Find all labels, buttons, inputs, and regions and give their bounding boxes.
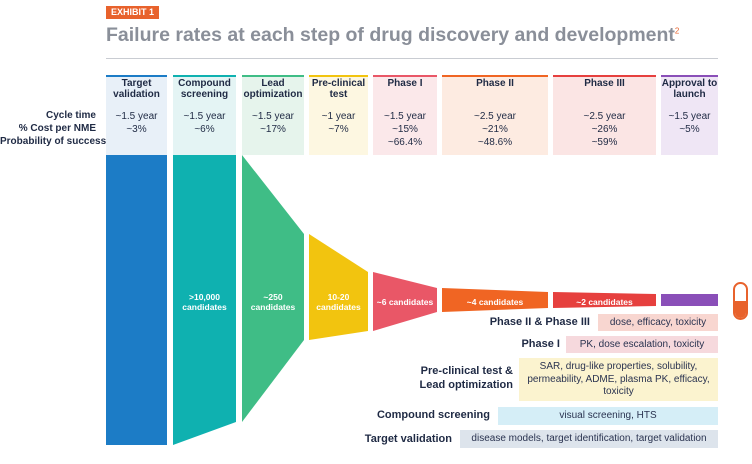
stage-probability: ~48.6% xyxy=(477,137,513,148)
stage-probability: ~59% xyxy=(591,137,618,148)
candidate-count: ~2 candidates xyxy=(576,297,633,307)
stage-color-bar xyxy=(553,75,656,77)
funnel-segment xyxy=(173,155,236,445)
stage-cycle-time: ~2.5 year xyxy=(474,111,516,122)
stage-column-bg xyxy=(553,75,656,155)
stage-cycle-time: ~1.5 year xyxy=(252,111,294,122)
page-title: Failure rates at each step of drug disco… xyxy=(106,24,679,47)
stage-cost: ~21% xyxy=(482,124,508,135)
stage-name: Approval to launch xyxy=(661,78,718,100)
stage-column-bg xyxy=(373,75,437,155)
funnel-segment xyxy=(242,155,304,422)
stage-cost: ~3% xyxy=(126,124,147,135)
stage-name: Lead optimization xyxy=(243,78,303,100)
title-footnote: 2 xyxy=(674,26,680,36)
stage-cost: ~7% xyxy=(328,124,349,135)
reason-box-target-validation: disease models, target identification, t… xyxy=(460,430,718,448)
title-divider xyxy=(106,58,718,59)
reason-box-phase1: PK, dose escalation, toxicity xyxy=(566,336,718,353)
reason-box-preclinical-lead: SAR, drug-like properties, solubility, p… xyxy=(519,358,718,401)
stage-name: Target validation xyxy=(113,78,160,100)
stage-name: Phase II xyxy=(476,78,514,89)
candidate-count: >10,000 candidates xyxy=(182,292,227,312)
row-label-cycle-time: Cycle time xyxy=(45,110,96,121)
stage-probability: ~66.4% xyxy=(387,137,423,148)
stage-cycle-time: ~2.5 year xyxy=(583,111,626,122)
stage-column-bg xyxy=(661,75,718,155)
reason-label-target-validation: Target validation xyxy=(364,433,452,445)
reason-label-preclinical-lead: Pre-clinical test & Lead optimization xyxy=(419,365,514,391)
row-label-cost: % Cost per NME xyxy=(18,123,96,134)
stage-values: ~1.5 year ~3% xyxy=(106,110,167,136)
stage-color-bar xyxy=(106,75,167,77)
stage-color-bar xyxy=(173,75,236,77)
stage-values: ~2.5 year ~26% ~59% xyxy=(553,110,656,149)
stage-name: Phase I xyxy=(387,78,423,89)
stage-column-bg xyxy=(106,75,167,155)
stage-name: Pre-clinical test xyxy=(311,78,366,100)
stage-color-bar xyxy=(309,75,368,77)
pill-icon xyxy=(733,282,748,320)
stage-cycle-time: ~1 year xyxy=(321,111,356,122)
stage-cost: ~5% xyxy=(679,124,700,135)
reason-box-compound-screening: visual screening, HTS xyxy=(498,407,718,425)
funnel-segment xyxy=(106,155,167,445)
stage-values: ~1.5 year ~5% xyxy=(661,110,718,136)
row-label-probability: Probability of success xyxy=(0,136,107,147)
title-text: Failure rates at each step of drug disco… xyxy=(106,24,675,46)
stage-cost: ~26% xyxy=(591,124,618,135)
exhibit-badge: EXHIBIT 1 xyxy=(106,6,160,19)
funnel-segment xyxy=(309,234,368,340)
stage-color-bar xyxy=(661,75,718,77)
stage-column-bg xyxy=(173,75,236,155)
funnel-segment xyxy=(373,272,437,331)
stage-values: ~2.5 year ~21% ~48.6% xyxy=(442,110,548,149)
stage-cost: ~15% xyxy=(392,124,418,135)
stage-cycle-time: ~1.5 year xyxy=(384,111,426,122)
stage-cost: ~17% xyxy=(260,124,286,135)
reason-label-compound-screening: Compound screening xyxy=(376,409,490,421)
funnel-segment xyxy=(553,292,656,308)
stage-column-bg xyxy=(309,75,368,155)
reason-label-phase2-3: Phase II & Phase III xyxy=(489,316,590,328)
candidate-count: ~4 candidates xyxy=(466,297,524,307)
reason-box-phase2-3: dose, efficacy, toxicity xyxy=(598,314,718,331)
stage-cost: ~6% xyxy=(194,124,215,135)
stage-name: Phase III xyxy=(584,78,625,89)
stage-values: ~1.5 year ~15% ~66.4% xyxy=(373,110,437,149)
stage-color-bar xyxy=(242,75,304,77)
candidate-count: ~6 candidates xyxy=(376,297,434,307)
candidate-count: 10-20 candidates xyxy=(316,292,361,312)
stage-values: ~1.5 year ~17% xyxy=(242,110,304,136)
stage-cycle-time: ~1.5 year xyxy=(668,111,711,122)
stage-values: ~1.5 year ~6% xyxy=(173,110,236,136)
funnel-segment xyxy=(442,288,548,312)
row-labels: Cycle time % Cost per NME Probability of… xyxy=(0,109,107,148)
funnel-segment xyxy=(661,294,718,306)
stage-column-bg xyxy=(442,75,548,155)
stage-cycle-time: ~1.5 year xyxy=(183,111,226,122)
stage-color-bar xyxy=(442,75,548,77)
stage-color-bar xyxy=(373,75,437,77)
stage-values: ~1 year ~7% xyxy=(309,110,368,136)
candidate-count: ~250 candidates xyxy=(250,292,296,312)
stage-cycle-time: ~1.5 year xyxy=(115,111,158,122)
reason-label-phase1: Phase I xyxy=(521,338,560,350)
stage-name: Compound screening xyxy=(178,78,231,100)
stage-column-bg xyxy=(242,75,304,155)
